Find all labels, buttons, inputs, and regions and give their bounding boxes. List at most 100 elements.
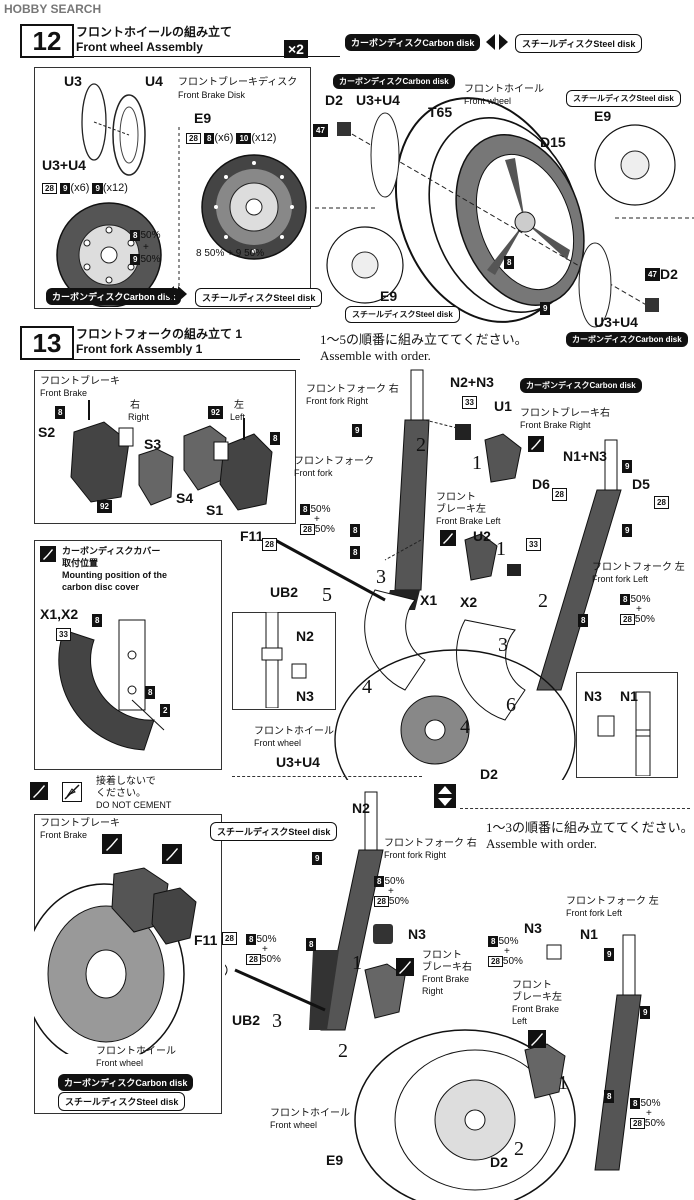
lower-brake-jp: フロントブレーキ — [40, 818, 120, 829]
step-13-order-jp: 1〜5の順番に組み立ててください。 — [320, 332, 528, 347]
lower-brake-right-en2: Right — [422, 986, 444, 996]
brake-left-en: Left — [230, 412, 246, 422]
main-label-e9-a: E9 — [594, 108, 612, 124]
lower-steel-badge: スチールディスクSteel disk — [58, 1092, 186, 1111]
brake-disk-jp: フロントブレーキディスク — [178, 77, 298, 88]
carbon-cover-drawing — [58, 619, 165, 751]
lower-part-9-b: 9 — [604, 948, 615, 961]
label-u4: U4 — [145, 73, 163, 89]
main-label-d2-b: D2 — [660, 266, 678, 282]
n2-n3-inset-drawing — [261, 612, 307, 708]
brake-part-8-b: 8 — [270, 432, 281, 445]
lower-mix-d-plus: + — [646, 1108, 652, 1119]
step-12-number: 12 — [20, 24, 74, 58]
part-28-c: 28 — [262, 538, 277, 551]
seq-3-b: 3 — [498, 634, 508, 656]
carbon-disk-badge-top: カーボンディスクCarbon disk — [345, 34, 481, 51]
lower-part-8-b: 8 — [604, 1090, 615, 1103]
label-u2: U2 — [473, 528, 491, 544]
seq-5: 5 — [322, 584, 332, 606]
n2-n3-inset — [232, 612, 336, 710]
lower-steel-badge-main: スチールディスクSteel disk — [210, 822, 338, 841]
part-28-b: 28 — [654, 496, 669, 509]
brake-left-jp1: フロント — [436, 492, 476, 503]
brake-inset-jp: フロントブレーキ — [40, 376, 120, 387]
fork-assembly-drawing — [274, 369, 622, 780]
cover-part-8-b: 8 — [145, 686, 156, 699]
cover-inset-en1: Mounting position of the — [62, 570, 167, 580]
paint-brush-icon-2 — [528, 436, 544, 452]
mix-2-plus: + — [636, 604, 642, 615]
step-12-rule — [20, 56, 340, 57]
front-brake-inset-drawing — [70, 400, 273, 511]
inset-steel-badge: スチールディスクSteel disk — [195, 288, 323, 307]
lower-seq-1-b: 1 — [558, 1072, 568, 1094]
fork-carbon-badge: カーボンディスクCarbon disk — [520, 378, 642, 393]
main-wheel-jp: フロントホイール — [464, 84, 544, 95]
inset-label-n3-b: N3 — [584, 688, 602, 704]
lower-fork-drawing — [225, 791, 642, 1200]
main-steel-badge-top: スチールディスクSteel disk — [566, 90, 681, 107]
lower-fork-left-en: Front fork Left — [566, 908, 623, 918]
label-d5: D5 — [632, 476, 650, 492]
lower-brake-left-jp2: ブレーキ左 — [512, 992, 562, 1003]
inset-carbon-badge: カーボンディスクCarbon disk — [46, 288, 182, 305]
brake-disk-inset-drawing — [56, 83, 307, 307]
lower-label-e9: E9 — [326, 1152, 344, 1168]
label-u3-u4: U3+U4 — [42, 157, 86, 173]
seq-2: 2 — [416, 434, 426, 456]
label-u1: U1 — [494, 398, 512, 414]
brake-right-en-main: Front Brake Right — [520, 420, 591, 430]
lower-seq-1: 1 — [352, 952, 362, 974]
label-x2: X2 — [460, 594, 478, 610]
label-u3: U3 — [64, 73, 82, 89]
step-13-title-en: Front fork Assembly 1 — [76, 342, 203, 356]
paint-brush-icon-7 — [396, 958, 414, 976]
lower-seq-2-b: 2 — [514, 1138, 524, 1160]
lower-part-8-a: 8 — [306, 938, 317, 951]
brake-part-92-a: 92 — [97, 500, 112, 513]
main-part-9: 9 — [540, 302, 551, 315]
multiplier-badge: ×2 — [284, 40, 308, 59]
paint-brush-icon-8 — [528, 1030, 546, 1048]
lower-seq-2: 2 — [338, 1040, 348, 1062]
brake-part-8-a: 8 — [55, 406, 66, 419]
part-33-b: 33 — [526, 538, 541, 551]
step-12-title-en: Front wheel Assembly — [76, 40, 203, 54]
inset-label-n2: N2 — [296, 628, 314, 644]
e9-paint-mix: 8 50% + 9 50% — [196, 248, 265, 259]
label-e9: E9 — [194, 110, 212, 126]
lower-brake-right-jp2: ブレーキ右 — [422, 962, 472, 973]
cover-part-8-a: 8 — [92, 614, 103, 627]
inset-label-n3-a: N3 — [296, 688, 314, 704]
lower-mix-a-plus: + — [388, 886, 394, 897]
fork-left-en: Front fork Left — [592, 574, 649, 584]
fork-en: Front fork — [294, 468, 333, 478]
brake-right-en: Right — [128, 412, 150, 422]
label-n2-n3: N2+N3 — [450, 374, 494, 390]
main-carbon-badge-bottom: カーボンディスクCarbon disk — [566, 332, 688, 347]
lower-brake-left-jp1: フロント — [512, 980, 552, 991]
cover-part-2: 2 — [160, 704, 171, 717]
cover-inset-jp1: カーボンディスクカバー — [62, 546, 161, 556]
cement-jp: 接着しないで — [96, 776, 156, 787]
lower-brake-left-en2: Left — [512, 1016, 528, 1026]
swap-arrows-icon-inset — [165, 284, 187, 304]
main-carbon-badge-top: カーボンディスクCarbon disk — [333, 74, 455, 89]
brake-inset-en: Front Brake — [40, 388, 88, 398]
n3-n1-inset-drawing — [597, 691, 651, 776]
main-part-47-a: 47 — [313, 124, 328, 137]
main-steel-badge-bottom: スチールディスクSteel disk — [345, 306, 460, 323]
label-ub2: UB2 — [270, 584, 299, 600]
main-part-8: 8 — [504, 256, 515, 269]
lower-label-n1: N1 — [580, 926, 598, 942]
part-8-a: 8 — [350, 524, 361, 537]
label-s1: S1 — [206, 502, 224, 518]
